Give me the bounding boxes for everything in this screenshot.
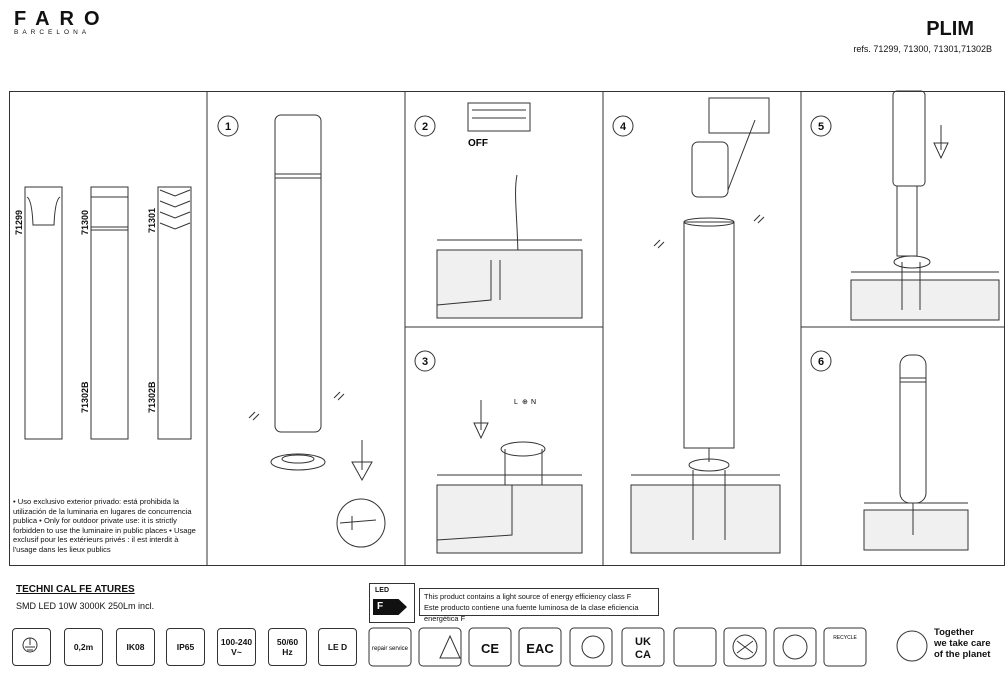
energy-statement-es: Este producto contiene una fuente lumino… bbox=[424, 603, 639, 623]
energy-led-word: LED bbox=[375, 587, 389, 594]
no-dispose-circle bbox=[732, 634, 758, 660]
energy-statement: This product contains a light source of … bbox=[419, 588, 659, 623]
repair-service-label: repair service bbox=[372, 646, 409, 652]
eac-mark: EAC bbox=[526, 641, 554, 656]
step-number-1: 1 bbox=[225, 121, 231, 133]
ce-mark: CE bbox=[481, 641, 499, 656]
ukca-mark-top: UK bbox=[635, 636, 651, 648]
crossed-bin-icon bbox=[736, 640, 754, 654]
model-label-71301: 71301 bbox=[147, 208, 157, 233]
brand-subtitle: BARCELONA bbox=[14, 29, 91, 36]
led-disposal-spec: LE D bbox=[318, 628, 357, 666]
ip-rating-spec: IP65 bbox=[166, 628, 205, 666]
step-number-5: 5 bbox=[818, 121, 824, 133]
product-title: PLIM bbox=[926, 18, 974, 40]
technical-features-title: TECHNI CAL FE ATURES bbox=[16, 584, 135, 595]
usage-notice: • Uso exclusivo exterior privado: está p… bbox=[13, 497, 196, 554]
model-71301-drawing bbox=[157, 186, 192, 440]
off-label: OFF bbox=[468, 138, 488, 149]
energy-label-box bbox=[369, 583, 415, 623]
energy-class-badge: F bbox=[373, 599, 407, 615]
step6-drawing bbox=[810, 350, 969, 551]
product-refs: refs. 71299, 71300, 71301,71302B bbox=[853, 44, 992, 54]
step4-drawing bbox=[612, 97, 781, 554]
planet-message: Together we take care of the planet bbox=[934, 627, 991, 660]
recycling-mark-icon bbox=[581, 635, 605, 659]
distance-spec: 0,2m bbox=[64, 628, 103, 666]
green-dot-icon bbox=[782, 634, 808, 660]
model-71300-drawing bbox=[90, 186, 129, 440]
wire-l-label: L bbox=[514, 399, 518, 406]
step1-drawing bbox=[217, 114, 386, 548]
model-label-71299: 71299 bbox=[14, 210, 24, 235]
wire-n-label: N bbox=[531, 399, 536, 406]
frequency-spec: 50/60 Hz bbox=[268, 628, 307, 666]
model-label-71302b-a: 71302B bbox=[80, 381, 90, 413]
step2-drawing bbox=[414, 102, 583, 319]
step-number-2: 2 bbox=[422, 121, 428, 133]
step3-drawing bbox=[414, 350, 583, 554]
model-71299-drawing bbox=[24, 186, 63, 440]
brand-logo: FARO bbox=[14, 8, 110, 30]
model-label-71300: 71300 bbox=[80, 210, 90, 235]
wire-pe-label: ⊕ bbox=[522, 399, 528, 406]
step-number-6: 6 bbox=[818, 356, 824, 368]
ukca-mark-bottom: CA bbox=[635, 649, 651, 661]
voltage-spec: 100-240 V~ bbox=[217, 628, 256, 666]
planet-heart-icon bbox=[896, 630, 928, 662]
step5-drawing bbox=[810, 90, 1000, 321]
step-number-3: 3 bbox=[422, 356, 428, 368]
instruction-frame bbox=[9, 91, 1005, 566]
energy-statement-en: This product contains a light source of … bbox=[424, 592, 632, 601]
ground-lines-icon bbox=[25, 638, 35, 651]
class-i-spec bbox=[12, 628, 51, 666]
technical-features-line: SMD LED 10W 3000K 250Lm incl. bbox=[16, 601, 155, 611]
model-label-71302b-b: 71302B bbox=[147, 381, 157, 413]
electrostatic-warning-icon bbox=[439, 634, 461, 659]
ik-rating-spec: IK08 bbox=[116, 628, 155, 666]
recycle-label: RECYCLE bbox=[833, 635, 857, 641]
step-number-4: 4 bbox=[620, 121, 627, 133]
